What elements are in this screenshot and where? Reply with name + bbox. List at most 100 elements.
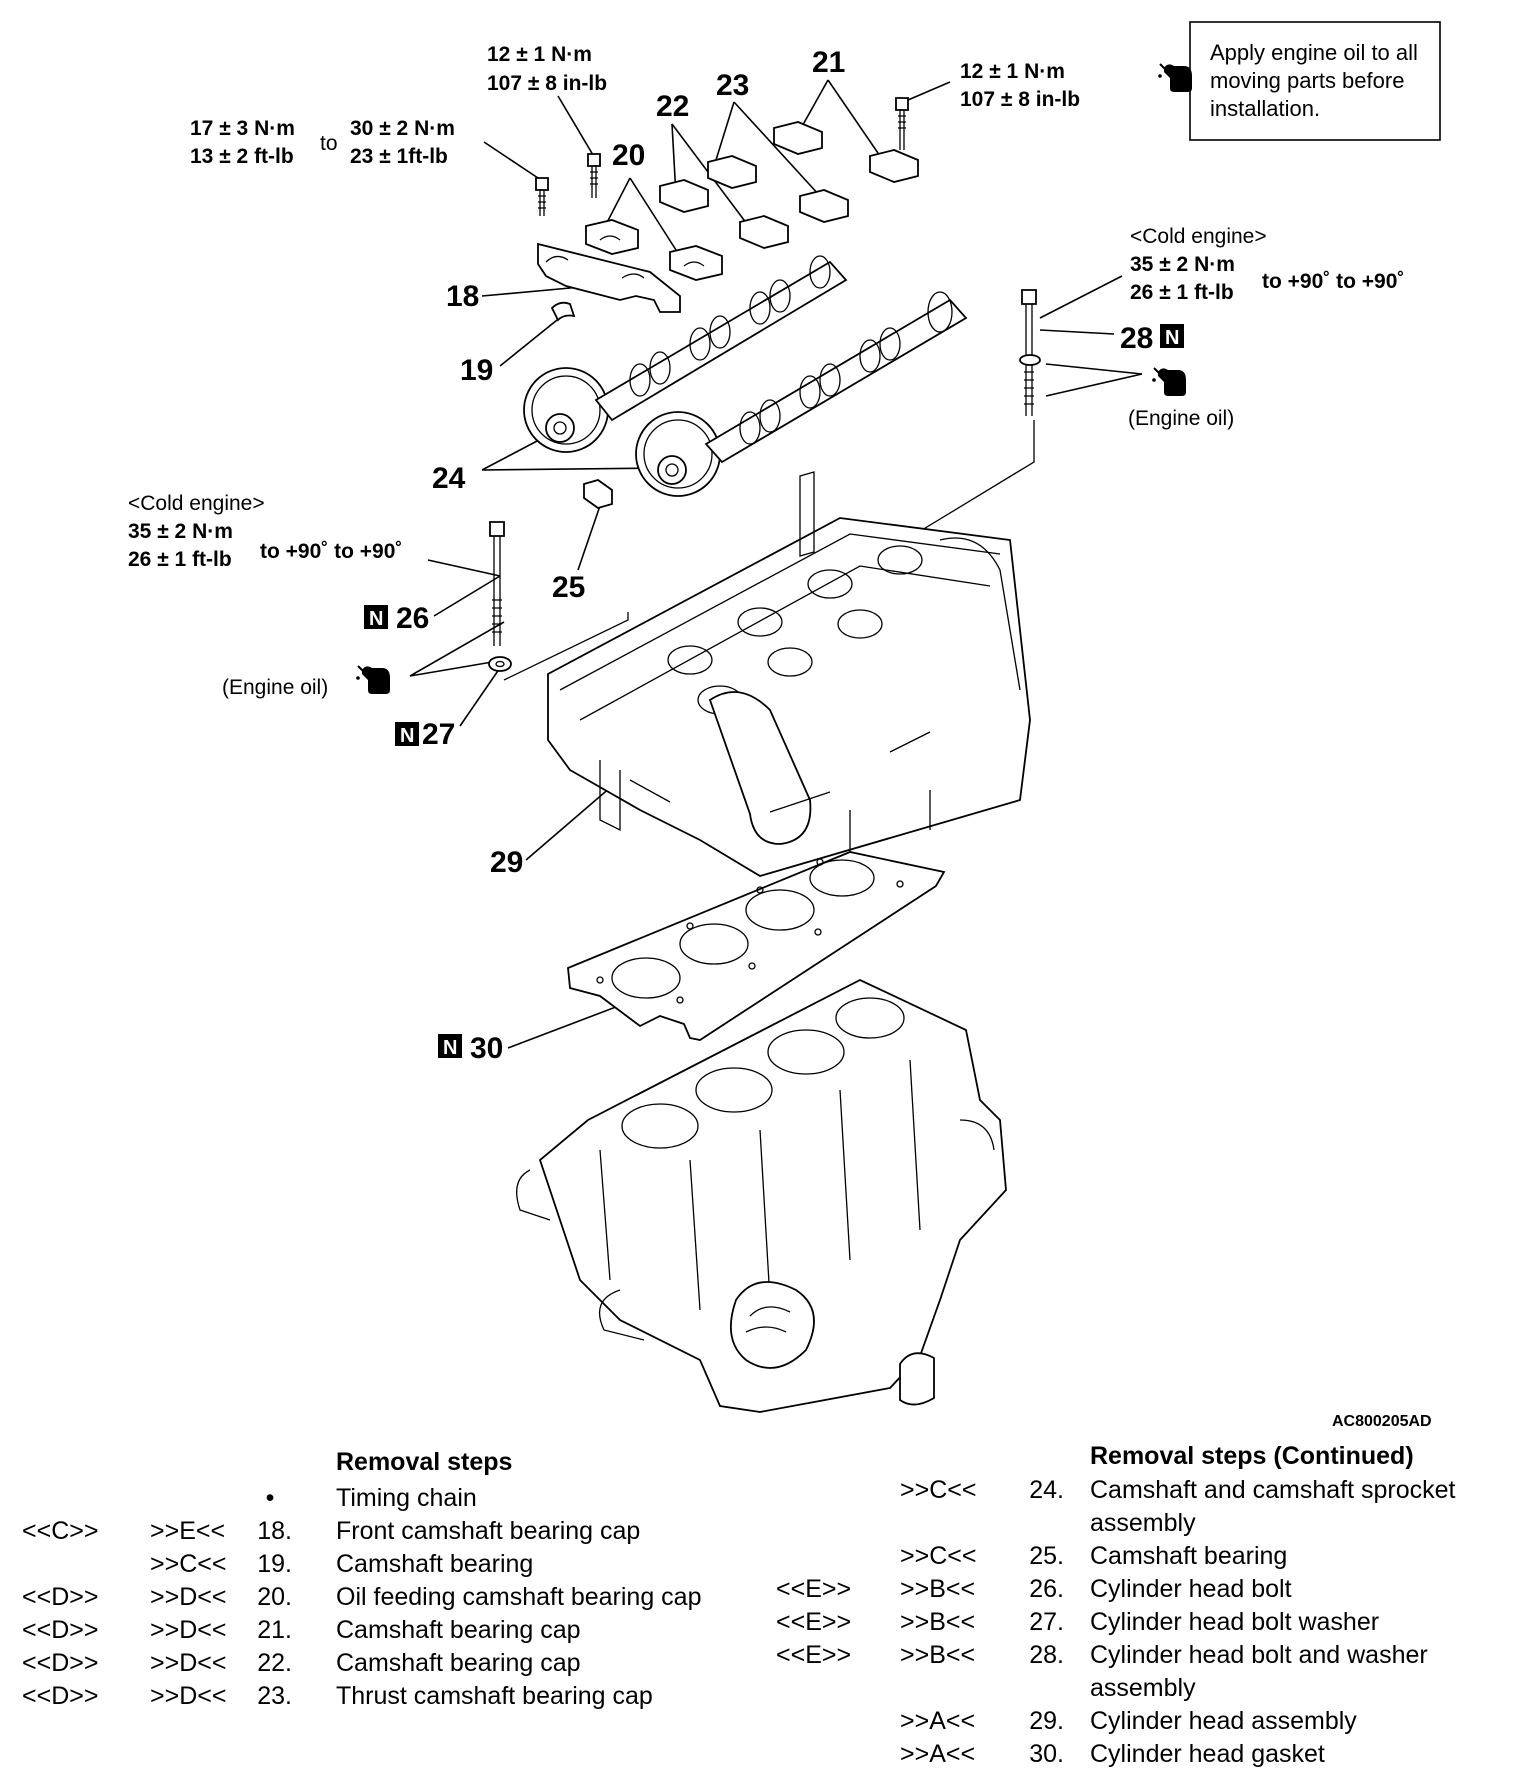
- step-col2: >>B<<: [900, 1608, 976, 1636]
- torque-front-cap-high-nm: 30 ± 2 N·m: [350, 117, 455, 140]
- torque-cap-a-nm: 12 ± 1 N·m: [487, 43, 592, 66]
- camshaft-assembly-upper: [523, 255, 848, 453]
- torque-head-right-nm: 35 ± 2 N·m: [1130, 253, 1235, 276]
- step-row: <<E>> >>B<< 26. Cylinder head bolt: [776, 1573, 1516, 1606]
- step-number: 29.: [1029, 1707, 1064, 1735]
- step-row: <<D>> >>D<< 20. Oil feeding camshaft bea…: [22, 1581, 762, 1614]
- camshaft-bearing-caps-22: [659, 179, 789, 249]
- torque-front-cap: 17 ± 3 N·m 13 ± 2 ft-lb to 30 ± 2 N·m 23…: [190, 117, 455, 168]
- thrust-caps-23: [707, 155, 849, 223]
- head-bolt-right: [1019, 289, 1041, 416]
- callout-19: 19: [460, 354, 493, 387]
- step-bullet: •: [265, 1484, 275, 1512]
- new-part-mark-27-text: N: [400, 725, 414, 747]
- step-col1: <<E>>: [776, 1575, 852, 1603]
- step-col2: >>D<<: [150, 1649, 227, 1677]
- removal-steps-continued-rows: >>C<< 24. Camshaft and camshaft sprocket…: [776, 1474, 1516, 1771]
- step-text: Cylinder head gasket: [1090, 1740, 1325, 1768]
- step-text: Camshaft bearing: [1090, 1542, 1288, 1570]
- torque-head-left-angle: to +90˚ to +90˚: [260, 540, 402, 563]
- callout-26-group: N 26: [364, 602, 429, 635]
- torque-head-right-angle: to +90˚ to +90˚: [1262, 270, 1404, 293]
- camshaft-bearing-25: [583, 479, 613, 509]
- step-col1: <<E>>: [776, 1641, 852, 1669]
- step-col1: <<D>>: [22, 1583, 99, 1611]
- cap-bolt-b: [895, 97, 909, 150]
- torque-head-right-cond: <Cold engine>: [1130, 225, 1267, 248]
- new-part-mark-28-text: N: [1165, 327, 1179, 349]
- step-row: <<D>> >>D<< 21. Camshaft bearing cap: [22, 1614, 762, 1647]
- new-part-mark-30-text: N: [443, 1037, 457, 1059]
- step-row: <<E>> >>B<< 27. Cylinder head bolt washe…: [776, 1606, 1516, 1639]
- step-number: 25.: [1029, 1542, 1064, 1570]
- step-number: 19.: [257, 1550, 292, 1578]
- step-text: Camshaft bearing cap: [336, 1649, 581, 1677]
- callout-18: 18: [446, 280, 479, 313]
- step-row: >>A<< 29. Cylinder head assembly: [776, 1705, 1516, 1738]
- step-row: <<D>> >>D<< 22. Camshaft bearing cap: [22, 1647, 762, 1680]
- step-text: Thrust camshaft bearing cap: [336, 1682, 653, 1710]
- torque-front-cap-high-ftlb: 23 ± 1ft-lb: [350, 145, 448, 168]
- figure-reference: AC800205AD: [1332, 1413, 1432, 1430]
- step-col2: >>D<<: [150, 1583, 227, 1611]
- step-text: Cylinder head bolt: [1090, 1575, 1292, 1603]
- step-col2: >>D<<: [150, 1682, 227, 1710]
- step-row: <<C>> >>E<< 18. Front camshaft bearing c…: [22, 1515, 762, 1548]
- step-col1: <<C>>: [22, 1517, 99, 1545]
- head-bolt-left: [489, 521, 505, 646]
- callout-29: 29: [490, 846, 523, 879]
- callout-24: 24: [432, 462, 466, 495]
- step-row: >>C<< 25. Camshaft bearing: [776, 1540, 1516, 1573]
- new-part-mark-26-text: N: [369, 608, 383, 630]
- oil-feeding-cap: [585, 219, 723, 281]
- step-col2: >>C<<: [900, 1476, 977, 1504]
- front-cap-bolt: [535, 177, 549, 216]
- torque-front-cap-low-ftlb: 13 ± 2 ft-lb: [190, 145, 294, 168]
- step-row: <<D>> >>D<< 23. Thrust camshaft bearing …: [22, 1680, 762, 1713]
- step-col1: <<D>>: [22, 1682, 99, 1710]
- camshaft-assembly-lower: [635, 291, 968, 497]
- oil-can-icon: [1152, 367, 1186, 396]
- callout-27-group: N 27: [395, 718, 455, 751]
- step-col2: >>A<<: [900, 1740, 976, 1768]
- new-part-mark-30: [438, 1034, 462, 1058]
- callout-27: 27: [422, 718, 455, 751]
- step-col1: <<D>>: [22, 1616, 99, 1644]
- step-text: Timing chain: [336, 1484, 477, 1512]
- cylinder-block: [516, 978, 1007, 1413]
- step-row: >>C<< 24. Camshaft and camshaft sprocket…: [776, 1474, 1516, 1540]
- step-col1: <<D>>: [22, 1649, 99, 1677]
- step-number: 22.: [257, 1649, 292, 1677]
- callout-30: 30: [470, 1032, 503, 1065]
- head-bolt-washer-left: [488, 656, 512, 672]
- torque-cap-b: 12 ± 1 N·m 107 ± 8 in-lb: [960, 60, 1080, 111]
- step-row: >>C<< 19. Camshaft bearing: [22, 1548, 762, 1581]
- torque-head-left-cond: <Cold engine>: [128, 492, 265, 515]
- step-col2: >>A<<: [900, 1707, 976, 1735]
- step-number: 20.: [257, 1583, 292, 1611]
- step-col2: >>E<<: [150, 1517, 226, 1545]
- step-text: Camshaft bearing: [336, 1550, 534, 1578]
- step-number: 23.: [257, 1682, 292, 1710]
- torque-head-left-nm: 35 ± 2 N·m: [128, 520, 233, 543]
- step-number: 28.: [1029, 1641, 1064, 1669]
- step-number: 21.: [257, 1616, 292, 1644]
- step-text: Camshaft bearing cap: [336, 1616, 581, 1644]
- torque-head-left: <Cold engine> 35 ± 2 N·m 26 ± 1 ft-lb to…: [128, 492, 402, 699]
- cylinder-head-assembly: [547, 471, 1031, 877]
- callout-25: 25: [552, 571, 585, 604]
- engine-oil-left: (Engine oil): [222, 676, 328, 699]
- torque-cap-a: 12 ± 1 N·m 107 ± 8 in-lb: [487, 43, 607, 95]
- callout-20: 20: [612, 139, 645, 172]
- torque-cap-a-inlb: 107 ± 8 in-lb: [487, 72, 607, 95]
- new-part-mark-28: [1160, 324, 1184, 348]
- torque-head-right-ftlb: 26 ± 1 ft-lb: [1130, 281, 1234, 304]
- step-number: 18.: [257, 1517, 292, 1545]
- removal-steps-continued-heading: Removal steps (Continued): [1090, 1442, 1414, 1470]
- cylinder-head-gasket: [567, 851, 946, 1041]
- step-row: • Timing chain: [22, 1482, 762, 1515]
- torque-front-cap-low-nm: 17 ± 3 N·m: [190, 117, 295, 140]
